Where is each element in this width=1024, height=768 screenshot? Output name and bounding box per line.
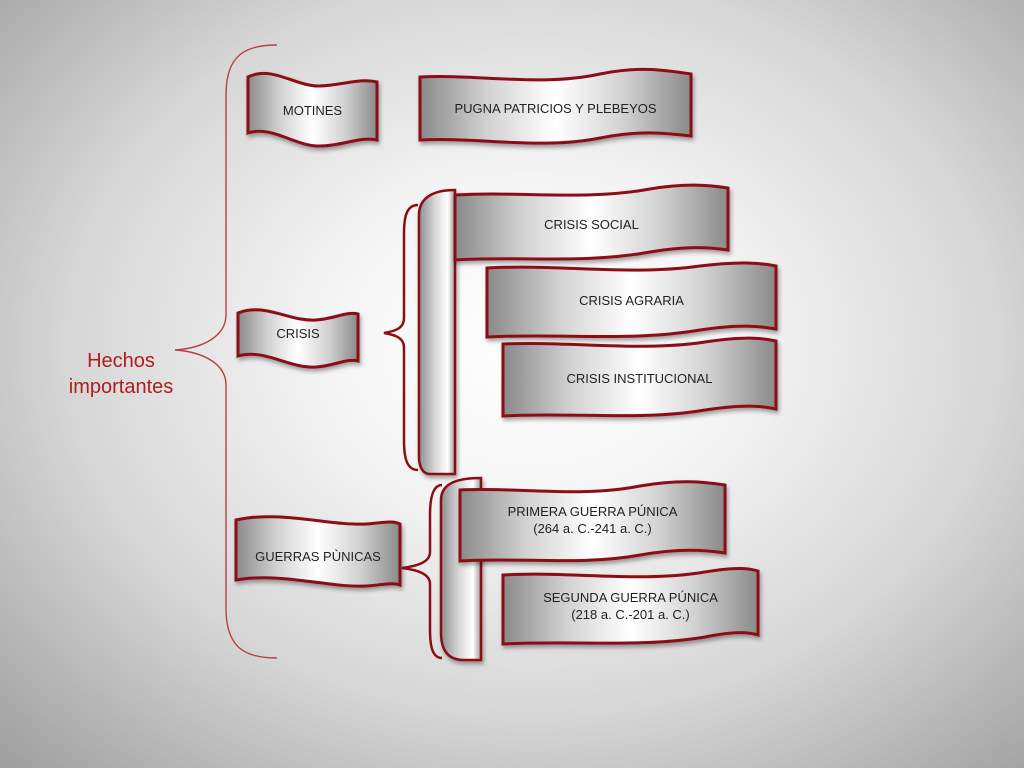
- motines-text: MOTINES: [282, 103, 343, 118]
- primera-guerra-dates: (264 a. C.-241 a. C.): [533, 521, 652, 536]
- crisis-agraria-text: CRISIS AGRARIA: [579, 293, 684, 308]
- segunda-guerra-label: SEGUNDA GUERRA PÚNICA (218 a. C.-201 a. …: [503, 589, 758, 623]
- guerras-label: GUERRAS PÙNICAS: [236, 548, 400, 565]
- crisis-institucional-label: CRISIS INSTITUCIONAL: [503, 370, 776, 387]
- motines-banner: [246, 71, 379, 148]
- crisis-agraria-banner: [485, 261, 778, 339]
- crisis-social-text: CRISIS SOCIAL: [544, 217, 639, 232]
- crisis-label: CRISIS: [238, 325, 358, 342]
- pugna-banner: [418, 67, 693, 145]
- crisis-social-banner: [453, 183, 730, 262]
- crisis-agraria-label: CRISIS AGRARIA: [487, 292, 776, 309]
- guerras-brace: [401, 483, 443, 660]
- main-brace: [174, 44, 278, 659]
- pugna-label: PUGNA PATRICIOS Y PLEBEYOS: [420, 100, 691, 117]
- title-line-2: importantes: [68, 376, 174, 398]
- guerras-text: GUERRAS PÙNICAS: [255, 549, 381, 564]
- crisis-social-label: CRISIS SOCIAL: [455, 216, 728, 233]
- crisis-banner: [236, 308, 360, 369]
- primera-guerra-label: PRIMERA GUERRA PÚNICA (264 a. C.-241 a. …: [460, 503, 725, 537]
- segunda-guerra-name: SEGUNDA GUERRA PÚNICA: [543, 590, 718, 605]
- crisis-text: CRISIS: [276, 326, 320, 341]
- diagram-title: Hechos importantes: [58, 348, 184, 400]
- crisis-institucional-banner: [501, 336, 778, 418]
- primera-guerra-name: PRIMERA GUERRA PÚNICA: [507, 504, 678, 519]
- title-line-1: Hechos: [87, 350, 155, 372]
- crisis-brace: [383, 203, 419, 472]
- crisis-scroll-bar: [417, 188, 457, 476]
- motines-label: MOTINES: [248, 102, 377, 119]
- guerras-banner: [234, 515, 402, 588]
- segunda-guerra-dates: (218 a. C.-201 a. C.): [571, 607, 690, 622]
- pugna-text: PUGNA PATRICIOS Y PLEBEYOS: [454, 101, 657, 116]
- crisis-institucional-text: CRISIS INSTITUCIONAL: [566, 371, 713, 386]
- primera-guerra-banner: [458, 480, 727, 563]
- segunda-guerra-banner: [501, 567, 760, 646]
